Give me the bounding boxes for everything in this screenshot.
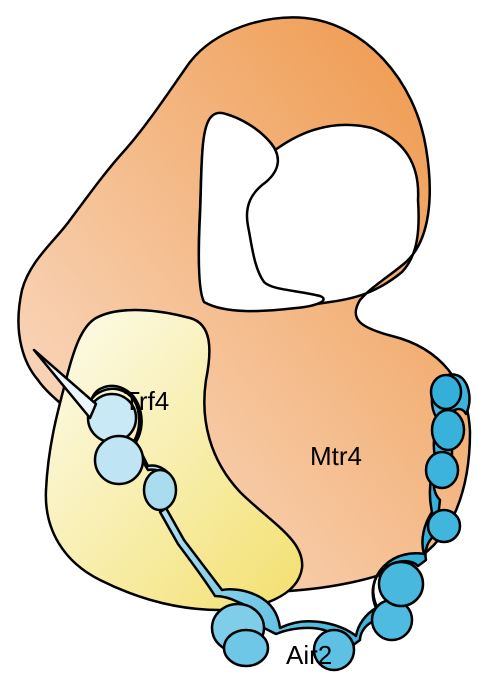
air2-bead-2 <box>95 436 143 484</box>
air2-bead-11 <box>432 410 464 450</box>
air2-bead-10 <box>426 452 458 488</box>
air2-bead-12 <box>431 375 461 409</box>
air2-bead-9 <box>428 510 460 542</box>
mtr4-cutout <box>199 113 324 311</box>
air2-bead-8 <box>379 562 423 606</box>
air2-bead-5 <box>224 630 268 666</box>
air2-bead-3 <box>144 470 176 510</box>
trf4-label: Trf4 <box>124 386 169 416</box>
air2-label: Air2 <box>286 640 332 670</box>
mtr4-label: Mtr4 <box>310 441 362 471</box>
